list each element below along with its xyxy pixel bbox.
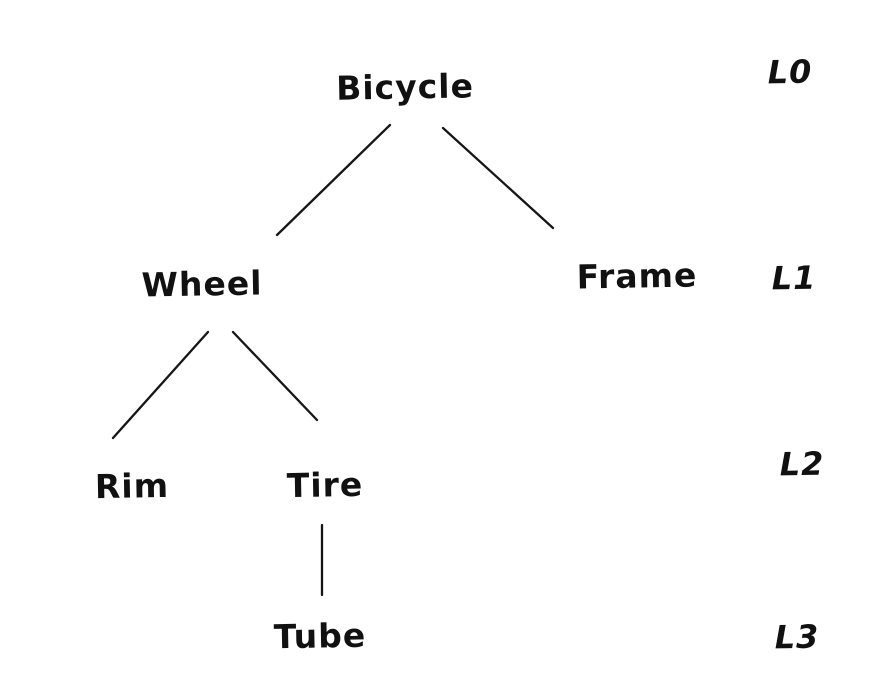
node-wheel: Wheel: [141, 263, 263, 305]
edge-bicycle-frame: [441, 126, 555, 230]
edge-wheel-tire: [231, 330, 319, 422]
level-label-l3: L3: [774, 617, 820, 657]
node-bicycle: Bicycle: [335, 66, 475, 108]
level-label-l1: L1: [771, 258, 817, 298]
level-label-l0: L0: [767, 52, 813, 92]
node-tire: Tire: [286, 464, 364, 506]
edge-wheel-rim: [111, 330, 210, 440]
level-label-l2: L2: [779, 444, 825, 484]
node-tube: Tube: [273, 615, 367, 657]
node-frame: Frame: [576, 255, 698, 297]
edge-bicycle-wheel: [275, 123, 392, 237]
node-rim: Rim: [94, 465, 170, 507]
